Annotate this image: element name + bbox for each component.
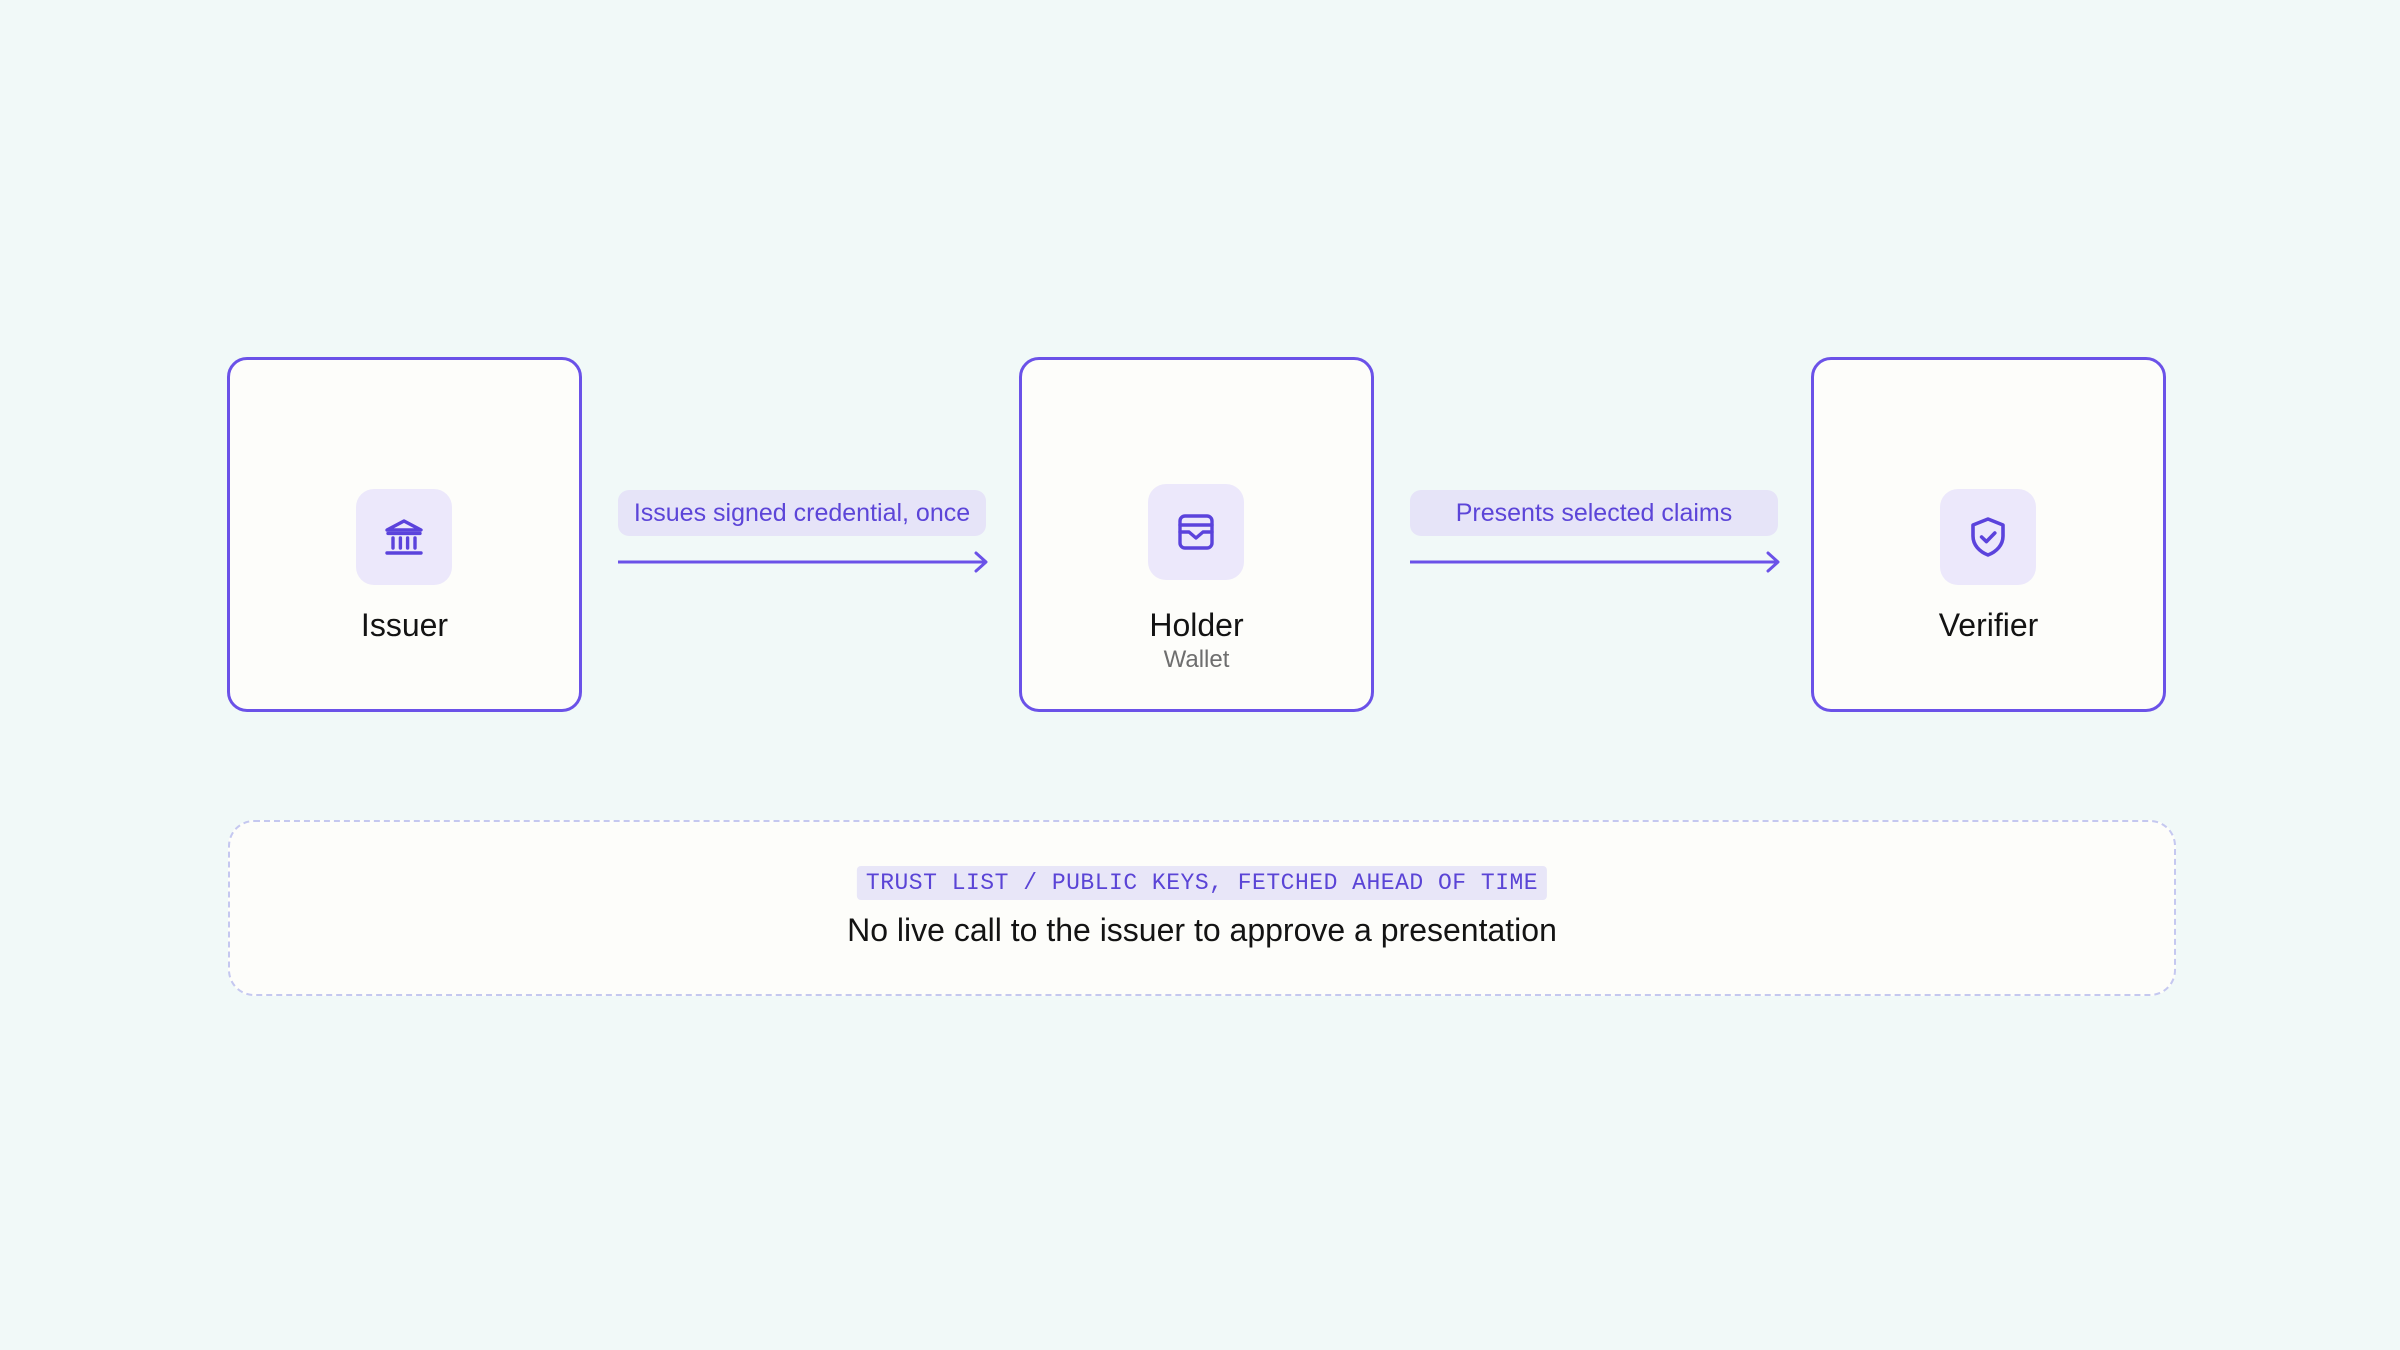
trust-list-panel: TRUST LIST / PUBLIC KEYS, FETCHED AHEAD … xyxy=(228,820,2176,996)
holder-node: Holder Wallet xyxy=(1019,357,1374,712)
holder-label: Holder xyxy=(1149,607,1244,643)
verifier-label: Verifier xyxy=(1938,607,2039,643)
holder-to-verifier-arrow xyxy=(1410,551,1780,573)
holder-icon-tile xyxy=(1148,484,1244,580)
wallet-icon xyxy=(1178,514,1214,550)
bank-icon xyxy=(385,519,423,555)
holder-sublabel: Wallet xyxy=(1163,646,1230,673)
present-claims-label: Presents selected claims xyxy=(1410,490,1778,536)
verifier-icon-tile xyxy=(1940,489,2036,585)
issue-credential-label: Issues signed credential, once xyxy=(618,490,986,536)
shield-check-icon xyxy=(1971,517,2005,557)
trust-list-tag: TRUST LIST / PUBLIC KEYS, FETCHED AHEAD … xyxy=(856,866,1548,900)
verifier-node: Verifier xyxy=(1811,357,2166,712)
issuer-node: Issuer xyxy=(227,357,582,712)
issuer-label: Issuer xyxy=(360,607,449,643)
no-live-call-note: No live call to the issuer to approve a … xyxy=(847,912,1557,948)
issuer-icon-tile xyxy=(356,489,452,585)
issuer-to-holder-arrow xyxy=(618,551,988,573)
